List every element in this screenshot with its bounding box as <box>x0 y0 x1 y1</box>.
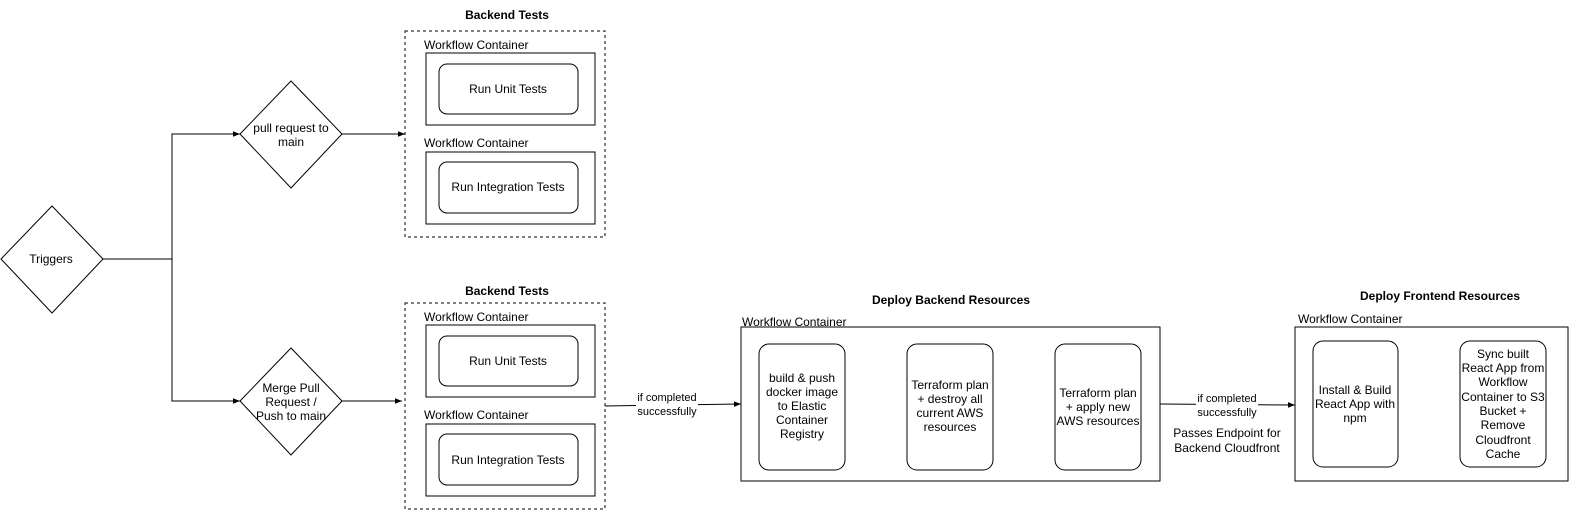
deploy-backend-group: Deploy Backend Resources Workflow Contai… <box>740 293 1161 482</box>
sync-line-6: Remove <box>1481 418 1526 432</box>
decision-merge-line-3: Push to main <box>256 409 326 423</box>
passes-endpoint-line-2: Backend Cloudfront <box>1174 441 1280 455</box>
workflow-container-label: Workflow Container <box>742 315 846 329</box>
edge-label-2-line-1: if completed <box>1197 393 1256 405</box>
workflow-container-label: Workflow Container <box>424 310 528 324</box>
run-integration-tests-step: Run Integration Tests <box>451 180 564 194</box>
build-push-line-2: docker image <box>766 385 838 399</box>
deploy-frontend-group: Deploy Frontend Resources Workflow Conta… <box>1294 289 1569 482</box>
backend-tests-top-group: Backend Tests Workflow Container Run Uni… <box>404 8 606 238</box>
edge-triggers-to-pr <box>171 131 240 259</box>
terraform-destroy-line-4: resources <box>924 420 977 434</box>
edge-label-completed-2: if completed successfully <box>1196 391 1258 419</box>
deploy-frontend-title: Deploy Frontend Resources <box>1360 289 1520 303</box>
decision-merge-line-1: Merge Pull <box>262 381 319 395</box>
edge-triggers-to-merge <box>171 259 240 404</box>
build-push-line-5: Registry <box>780 427 824 441</box>
sync-line-5: Bucket + <box>1479 404 1526 418</box>
terraform-apply-line-2: + apply new <box>1066 400 1131 414</box>
build-push-line-4: Container <box>776 413 828 427</box>
workflow-container-label: Workflow Container <box>424 408 528 422</box>
sync-line-3: Workflow <box>1478 375 1527 389</box>
install-build-line-3: npm <box>1343 411 1366 425</box>
backend-tests-top-title: Backend Tests <box>465 8 549 22</box>
deploy-backend-title: Deploy Backend Resources <box>872 293 1030 307</box>
run-unit-tests-step: Run Unit Tests <box>469 82 547 96</box>
terraform-destroy-line-1: Terraform plan <box>911 378 988 392</box>
backend-tests-bottom-group: Backend Tests Workflow Container Run Uni… <box>404 284 606 510</box>
run-integration-tests-step: Run Integration Tests <box>451 453 564 467</box>
decision-merge-line-2: Request / <box>265 395 317 409</box>
sync-line-4: Container to S3 <box>1461 390 1545 404</box>
run-unit-tests-step: Run Unit Tests <box>469 354 547 368</box>
install-build-line-1: Install & Build <box>1319 383 1392 397</box>
install-build-line-2: React App with <box>1315 397 1395 411</box>
decision-merge-push: Merge Pull Request / Push to main <box>239 347 343 456</box>
edge-label-1-line-2: successfully <box>637 406 697 418</box>
triggers-label: Triggers <box>29 252 73 266</box>
terraform-apply-line-3: AWS resources <box>1057 414 1140 428</box>
workflow-container-label: Workflow Container <box>424 136 528 150</box>
workflow-container-label: Workflow Container <box>1298 312 1402 326</box>
terraform-apply-line-1: Terraform plan <box>1059 386 1136 400</box>
decision-pr-line-1: pull request to <box>253 121 329 135</box>
edge-label-completed-1: if completed successfully <box>636 390 698 418</box>
backend-tests-bottom-title: Backend Tests <box>465 284 549 298</box>
decision-pull-request: pull request to main <box>239 80 343 189</box>
edge-label-2-line-2: successfully <box>1197 407 1257 419</box>
sync-line-1: Sync built <box>1477 347 1530 361</box>
decision-pr-line-2: main <box>278 135 304 149</box>
triggers-node: Triggers <box>0 205 104 314</box>
edge-label-1-line-1: if completed <box>637 392 696 404</box>
build-push-line-3: to Elastic <box>778 399 827 413</box>
passes-endpoint-note: Passes Endpoint for Backend Cloudfront <box>1173 426 1280 455</box>
workflow-container-label: Workflow Container <box>424 38 528 52</box>
passes-endpoint-line-1: Passes Endpoint for <box>1173 426 1280 440</box>
sync-line-8: Cache <box>1486 447 1521 461</box>
sync-line-2: React App from <box>1462 361 1545 375</box>
terraform-destroy-line-2: + destroy all <box>917 392 982 406</box>
terraform-destroy-line-3: current AWS <box>917 406 984 420</box>
sync-line-7: Cloudfront <box>1475 433 1531 447</box>
build-push-line-1: build & push <box>769 371 835 385</box>
